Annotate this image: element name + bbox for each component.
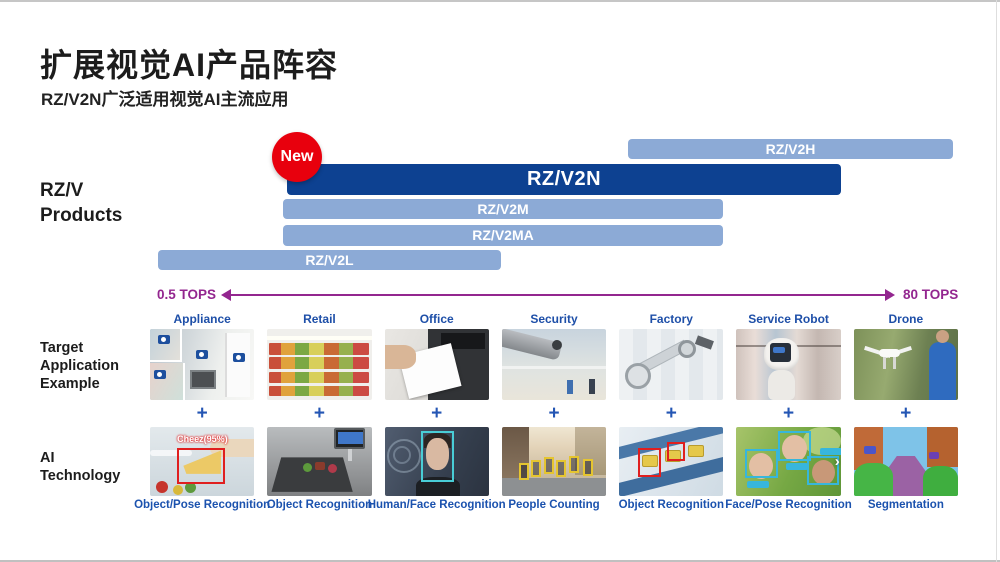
ai-camera-icon	[154, 369, 167, 379]
application-label: Drone	[888, 312, 924, 326]
slide-right-border	[996, 0, 997, 562]
product-bar-rzv2ma: RZ/V2MA	[283, 225, 723, 246]
plus-sign: +	[783, 403, 795, 424]
face-pose-recognition-photo: ›	[736, 427, 841, 496]
security-photo	[501, 329, 607, 400]
product-bar-rzv2m: RZ/V2M	[283, 199, 723, 219]
column-office: Office + Human/Face Recognition	[368, 312, 506, 511]
ai-camera-icon	[158, 334, 171, 344]
object-recognition-photo	[267, 427, 372, 496]
ai-camera-icon	[233, 353, 246, 363]
slide-subtitle: RZ/V2N广泛适用视觉AI主流应用	[41, 90, 289, 109]
slide-title: 扩展视觉AI产品阵容	[40, 47, 339, 83]
application-label: Office	[419, 312, 454, 326]
appliance-photo	[150, 329, 255, 400]
service-robot-photo	[736, 329, 841, 400]
ai-camera-icon	[195, 350, 208, 360]
column-service-robot: Service Robot + › Face/Pose Recognition	[725, 312, 852, 511]
slide-top-border	[0, 0, 1000, 2]
face-bounding-box	[778, 431, 812, 462]
application-label: Service Robot	[748, 312, 829, 326]
technology-label: People Counting	[508, 499, 600, 511]
new-badge: New	[272, 132, 322, 182]
plus-sign: +	[196, 403, 208, 424]
face-bounding-box	[744, 449, 779, 479]
ai-technology-row-label: AI Technology	[40, 449, 120, 485]
ai-label-line1: AI	[40, 450, 55, 466]
product-bar-rzv2l: RZ/V2L	[158, 250, 501, 270]
application-grid: Appliance + Cheez(95%) Object/Pose Recog…	[134, 312, 958, 511]
column-security: Security + People Counting	[501, 312, 607, 511]
products-row-label-line1: RZ/V	[40, 180, 84, 201]
axis-right-arrow-icon	[885, 289, 895, 301]
column-drone: Drone + Segmentation	[853, 312, 958, 511]
technology-label: Segmentation	[867, 499, 944, 511]
office-photo	[384, 329, 489, 400]
detection-bounding-box	[177, 447, 226, 484]
technology-label: Human/Face Recognition	[367, 499, 506, 511]
product-bar-rzv2h: RZ/V2H	[628, 139, 953, 159]
application-label: Factory	[649, 312, 693, 326]
technology-label: Object/Pose Recognition	[134, 499, 271, 511]
object-pose-recognition-photo: Cheez(95%)	[150, 427, 255, 496]
plus-sign: +	[900, 403, 912, 424]
product-bar-rzv2n: RZ/V2N	[287, 164, 841, 195]
slide-bottom-border	[0, 560, 1000, 562]
factory-photo	[619, 329, 724, 400]
column-retail: Retail + Object Recognition	[267, 312, 372, 511]
column-factory: Factory + Object Recognition	[619, 312, 724, 511]
target-label-line2: Application	[40, 358, 119, 374]
people-counting-photo	[501, 427, 607, 496]
ai-label-line2: Technology	[40, 468, 121, 484]
target-application-row-label: Target Application Example	[40, 339, 119, 393]
application-label: Retail	[303, 312, 336, 326]
products-row-label: RZ/V Products	[40, 178, 122, 228]
retail-photo	[267, 329, 372, 400]
plus-sign: +	[431, 403, 443, 424]
products-row-label-line2: Products	[40, 205, 123, 226]
axis-left-arrow-icon	[221, 289, 231, 301]
detection-label: Cheez(95%)	[177, 433, 228, 444]
axis-min-label: 0.5 TOPS	[157, 287, 217, 302]
plus-sign: +	[313, 403, 325, 424]
detection-bounding-box	[667, 442, 685, 462]
technology-label: Face/Pose Recognition	[725, 499, 852, 511]
plus-sign: +	[665, 403, 677, 424]
axis-max-label: 80 TOPS	[903, 287, 959, 302]
target-label-line1: Target	[40, 340, 84, 356]
target-label-line3: Example	[40, 376, 100, 392]
application-label: Security	[530, 312, 578, 326]
face-bounding-box	[421, 431, 455, 483]
human-face-recognition-photo	[384, 427, 489, 496]
technology-label: Object Recognition	[618, 499, 724, 511]
face-bounding-box	[807, 455, 839, 485]
plus-sign: +	[548, 403, 560, 424]
detection-bounding-box	[637, 447, 661, 477]
column-appliance: Appliance + Cheez(95%) Object/Pose Recog…	[134, 312, 270, 511]
application-label: Appliance	[173, 312, 231, 326]
drone-photo	[853, 329, 958, 400]
segmentation-photo	[853, 427, 958, 496]
chevron-right-icon: ›	[834, 453, 840, 471]
object-recognition-factory-photo	[619, 427, 724, 496]
technology-label: Object Recognition	[266, 499, 373, 511]
tops-axis-line	[230, 294, 885, 296]
